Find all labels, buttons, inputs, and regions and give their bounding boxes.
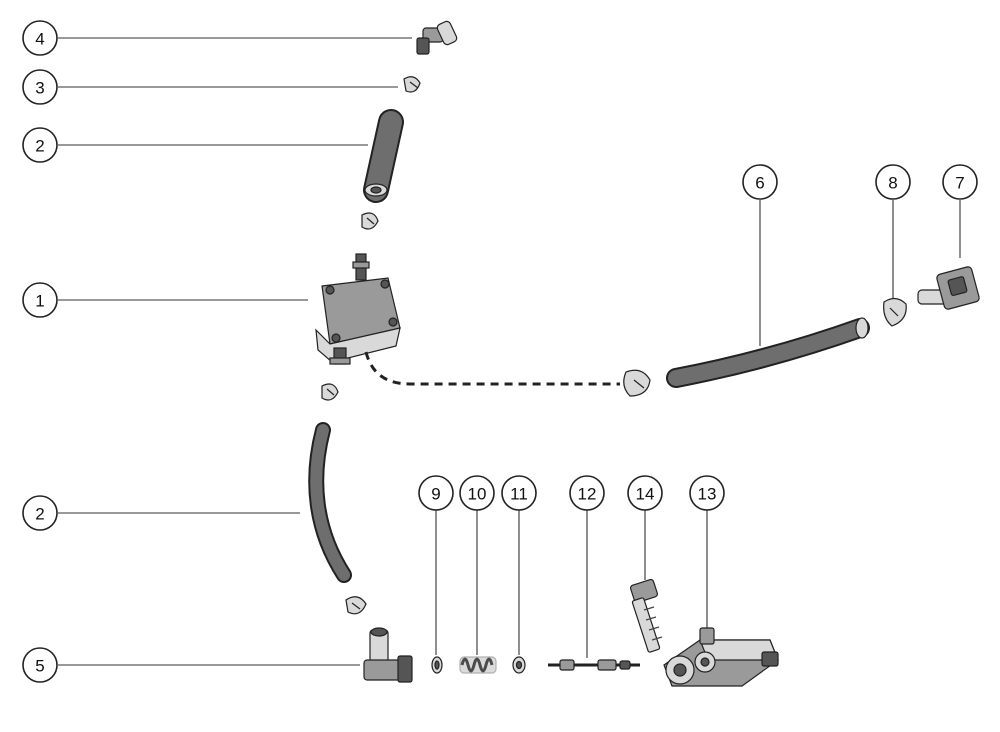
callout-label-14: 14 — [636, 485, 655, 504]
clamp-upper — [361, 212, 379, 230]
callout-4: 4 — [22, 20, 58, 56]
clamp-3 — [403, 76, 421, 93]
callout-7: 7 — [942, 164, 978, 200]
callout-label-5: 5 — [35, 657, 44, 676]
clamp-8 — [883, 297, 907, 327]
elbow-fitting-5 — [363, 627, 413, 683]
callout-2b: 2 — [22, 495, 58, 531]
valve-body-13 — [663, 627, 779, 687]
callout-11: 11 — [501, 475, 537, 511]
callout-label-13: 13 — [698, 485, 717, 504]
callout-9: 9 — [418, 475, 454, 511]
callout-label-2a: 2 — [35, 137, 44, 156]
parts — [308, 20, 980, 687]
washer-11 — [512, 656, 526, 674]
o-ring-9 — [431, 656, 443, 674]
callout-8: 8 — [875, 164, 911, 200]
callout-label-9: 9 — [431, 485, 440, 504]
hose-long-2 — [308, 422, 352, 583]
callout-label-8: 8 — [888, 174, 897, 193]
leader-lines — [58, 37, 961, 666]
callout-5: 5 — [22, 647, 58, 683]
callout-label-7: 7 — [955, 174, 964, 193]
callout-12: 12 — [569, 475, 605, 511]
clamp-hose-6 — [623, 369, 651, 397]
callout-3: 3 — [22, 69, 58, 105]
spring-10 — [459, 656, 497, 674]
fuel-pump-1 — [315, 253, 401, 365]
callout-label-3: 3 — [35, 79, 44, 98]
fuel-hose-6 — [666, 317, 870, 388]
callout-13: 13 — [689, 475, 725, 511]
dashed-path — [364, 351, 620, 386]
clamp-lower — [321, 383, 339, 401]
callout-6: 6 — [742, 164, 778, 200]
callout-label-10: 10 — [468, 485, 487, 504]
callout-label-1: 1 — [35, 292, 44, 311]
callout-2a: 2 — [22, 127, 58, 163]
bolt-14 — [629, 578, 663, 653]
callout-label-6: 6 — [755, 174, 764, 193]
callout-10: 10 — [459, 475, 495, 511]
callout-1: 1 — [22, 282, 58, 318]
callout-label-12: 12 — [578, 485, 597, 504]
callout-label-11: 11 — [510, 485, 528, 504]
callout-label-2b: 2 — [35, 505, 44, 524]
needle-valve-12 — [548, 659, 640, 671]
callout-14: 14 — [627, 475, 663, 511]
callout-label-4: 4 — [35, 30, 44, 49]
elbow-fitting-4 — [416, 20, 458, 55]
connector-7 — [917, 266, 980, 310]
clamp-fitting-5 — [345, 596, 367, 615]
hose-short-2 — [363, 109, 404, 203]
callouts: 4 3 2 1 2 5 6 8 — [22, 20, 978, 683]
